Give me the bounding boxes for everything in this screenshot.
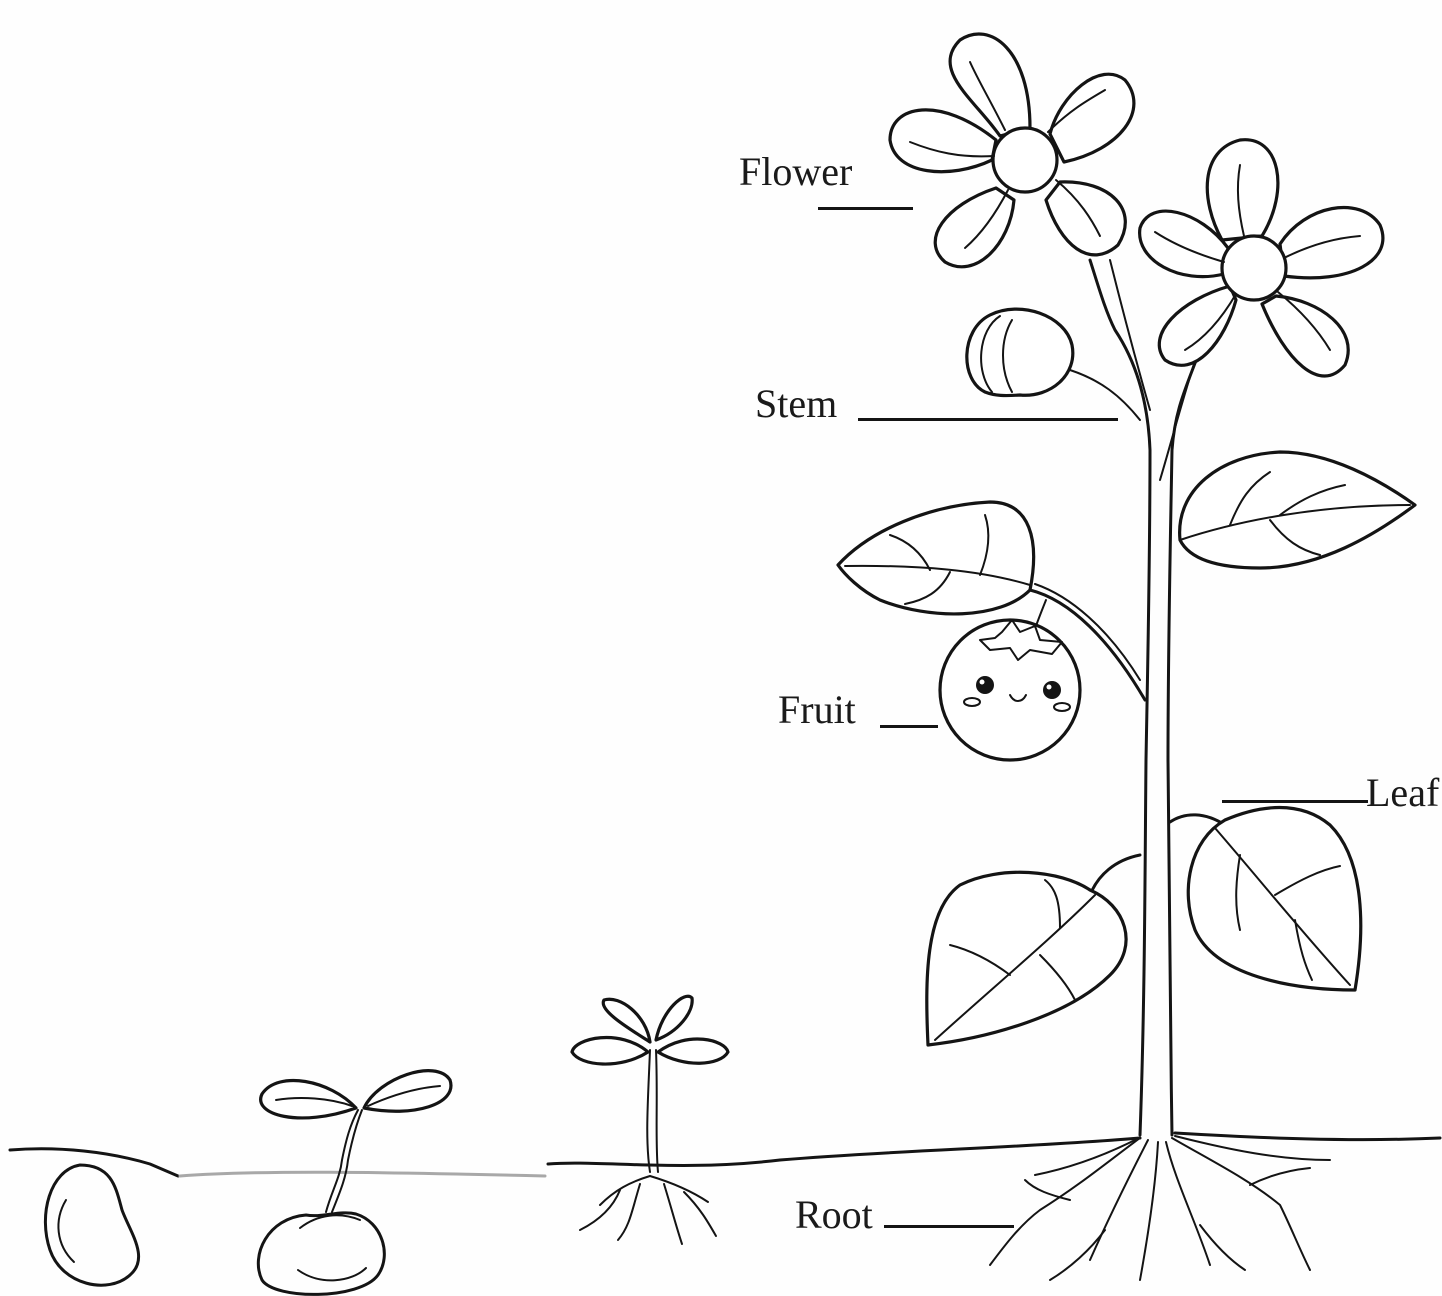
mature-plant xyxy=(838,34,1415,1280)
flower-right xyxy=(1140,140,1383,376)
germinating-seedling xyxy=(258,1071,451,1295)
label-leaf: Leaf xyxy=(1366,773,1439,813)
label-root: Root xyxy=(795,1195,873,1235)
seed xyxy=(45,1165,138,1285)
leader-line-leaf xyxy=(1222,800,1368,803)
label-stem: Stem xyxy=(755,384,837,424)
leader-line-root xyxy=(884,1225,1014,1228)
label-flower: Flower xyxy=(739,152,852,192)
leader-line-stem xyxy=(858,418,1118,421)
leader-line-flower xyxy=(818,207,913,210)
label-fruit: Fruit xyxy=(778,690,856,730)
ground-line xyxy=(10,1133,1440,1176)
roots-mature xyxy=(990,1136,1330,1280)
young-sprout xyxy=(572,996,728,1244)
flower-upper xyxy=(890,34,1134,267)
leader-line-fruit xyxy=(880,725,938,728)
fruit-tomato xyxy=(940,620,1080,760)
